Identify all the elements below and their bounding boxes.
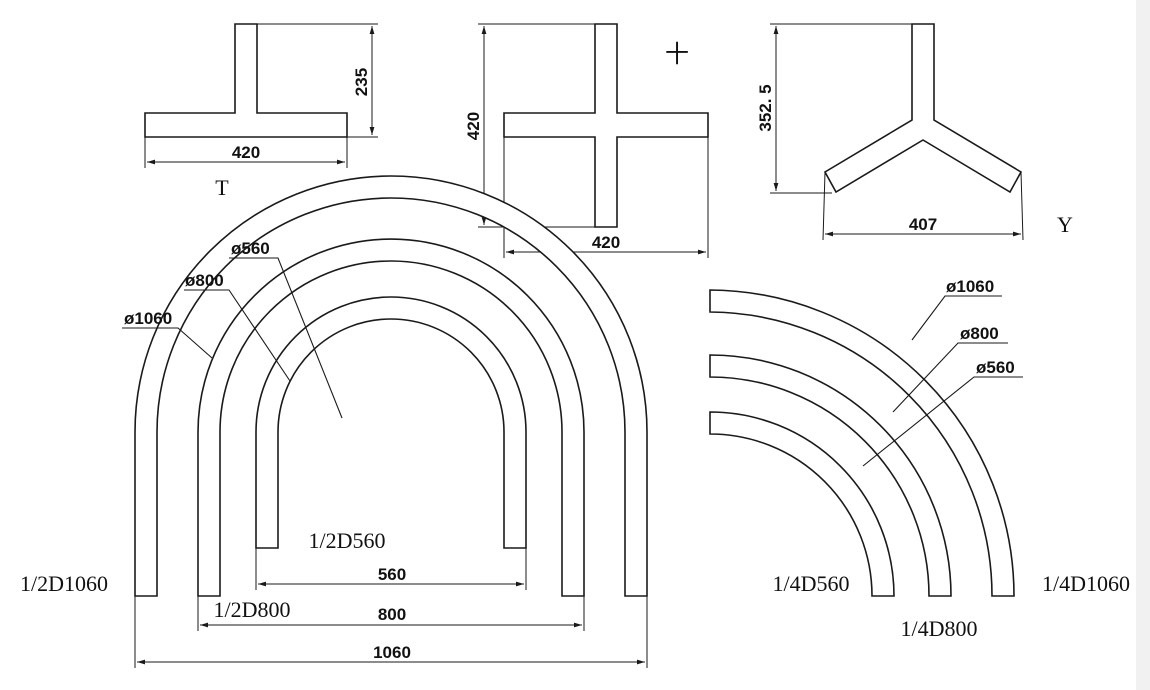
wye-label: Y [1057, 212, 1073, 237]
half-bend-560-label: 1/2D560 [309, 528, 386, 553]
cross-height-dimension: 420 [464, 112, 483, 140]
tee-height-dimension: 235 [352, 68, 371, 96]
half-bend-1060-diameter: ø1060 [124, 309, 172, 328]
half-bend-group: ø1060 ø800 ø560 560 800 1060 1/2D560 1/2… [20, 175, 648, 668]
quarter-bend-800 [709, 354, 952, 597]
tee-label: T [215, 175, 229, 200]
quarter-bend-800-label: 1/4D800 [901, 616, 978, 641]
quarter-bend-group: ø1060 ø800 ø560 1/4D560 1/4D800 1/4D1060 [709, 277, 1130, 641]
leader-q800 [892, 342, 1008, 413]
half-bend-1060-label: 1/2D1060 [20, 571, 108, 596]
wye-width-dimension: 407 [909, 215, 937, 234]
leader-q560 [862, 376, 1023, 467]
quarter-bend-560 [709, 411, 895, 597]
quarter-bend-1060 [709, 289, 1015, 597]
leader-q1060 [911, 295, 1002, 341]
leader-560 [229, 257, 343, 419]
leader-1060 [122, 327, 213, 359]
wye-fitting: 352. 5 407 Y [756, 23, 1073, 241]
wye-outline [823, 23, 1023, 194]
quarter-bend-560-diameter: ø560 [976, 358, 1015, 377]
half-bend-800-label: 1/2D800 [214, 597, 291, 622]
vertical-scrollbar[interactable] [1136, 0, 1150, 690]
leader-800 [184, 289, 291, 382]
wye-height-dimension: 352. 5 [756, 84, 775, 131]
quarter-bend-1060-diameter: ø1060 [946, 277, 994, 296]
quarter-bend-560-label: 1/4D560 [773, 571, 850, 596]
cross-label: 十 [665, 41, 689, 68]
tee-width-dimension: 420 [232, 143, 260, 162]
half-bend-800-width: 800 [378, 605, 406, 624]
half-bend-1060 [134, 175, 648, 597]
half-bend-560 [255, 296, 527, 549]
quarter-bend-1060-label: 1/4D1060 [1042, 571, 1130, 596]
half-bend-560-diameter: ø560 [231, 239, 270, 258]
cross-outline [503, 23, 709, 228]
cross-width-dimension: 420 [592, 233, 620, 252]
half-bend-560-width: 560 [378, 565, 406, 584]
tee-fitting: 235 420 T [144, 23, 378, 200]
half-bend-800-diameter: ø800 [185, 271, 224, 290]
cross-fitting: 420 420 十 [464, 23, 709, 258]
half-bend-800 [197, 238, 585, 597]
quarter-bend-800-diameter: ø800 [960, 324, 999, 343]
tee-outline [144, 23, 348, 138]
half-bend-1060-width: 1060 [373, 643, 411, 662]
